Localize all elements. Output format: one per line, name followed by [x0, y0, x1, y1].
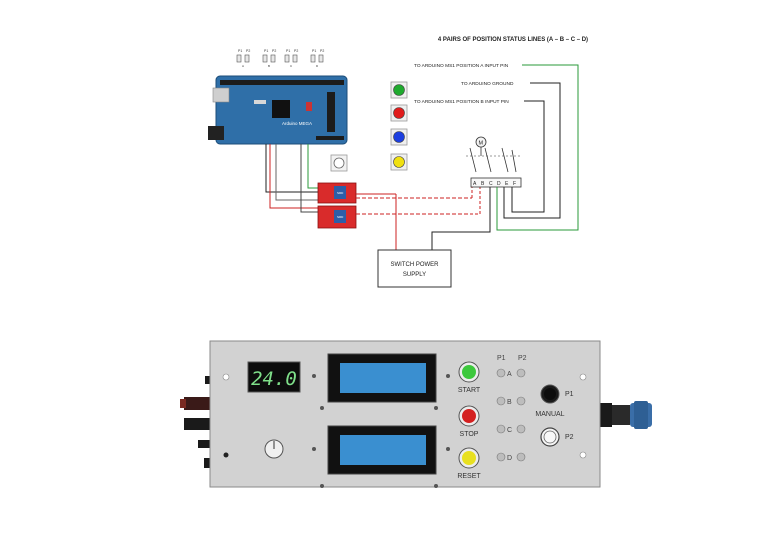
indicator-row-label: A — [507, 371, 512, 378]
start-label: START — [458, 387, 481, 394]
indicator-row-d: D — [496, 452, 526, 462]
lcd-display-top — [327, 353, 437, 403]
indicator-row-b: B — [496, 396, 526, 406]
screw-icon — [579, 373, 587, 381]
label-a-input: TO ARDUINO MS1 POSITION A INPUT PIN — [414, 63, 509, 69]
start-button[interactable] — [458, 361, 480, 383]
screw-icon — [579, 451, 587, 459]
relay-1-label: SRD — [337, 191, 344, 195]
manual-p2-button[interactable] — [540, 427, 560, 447]
control-panel: 24.0 START — [180, 340, 652, 488]
connector-a-letter: A — [242, 64, 244, 68]
wiring-diagram: 4 PAIRS OF POSITION STATUS LINES (A – B … — [208, 37, 588, 288]
adjust-knob[interactable] — [264, 439, 284, 459]
manual-p1-label: P1 — [565, 391, 574, 398]
connector-b-letter: B — [268, 64, 270, 68]
indicator-led-icon — [496, 424, 506, 434]
contact-b: B — [481, 181, 485, 187]
arduino-wires — [265, 144, 320, 213]
reset-button[interactable] — [458, 447, 480, 469]
switch-power-supply: SWITCH POWER SUPPLY — [377, 249, 452, 288]
manual-label: MANUAL — [535, 411, 564, 418]
indicator-led-icon — [496, 452, 506, 462]
contact-e: E — [505, 181, 509, 187]
contact-a: A — [473, 181, 477, 187]
wiring-header: 4 PAIRS OF POSITION STATUS LINES (A – B … — [438, 37, 588, 43]
indicator-led-icon — [516, 452, 526, 462]
screw-icon — [223, 452, 229, 458]
lcd-display-bottom — [327, 425, 437, 475]
screw-icon — [222, 373, 230, 381]
supply-wire — [431, 186, 491, 250]
connector-b-p1: P1 — [264, 49, 268, 53]
contact-f: F — [513, 181, 516, 187]
indicator-row-c: C — [496, 424, 526, 434]
connector-d-letter: D — [316, 64, 319, 68]
supply-line-2: SUPPLY — [403, 272, 426, 278]
relay-output-wires — [356, 186, 481, 250]
indicator-led-icon — [516, 424, 526, 434]
connector-d-p1: P1 — [312, 49, 316, 53]
contact-d: D — [497, 181, 501, 187]
connector-c-p2: P2 — [294, 49, 298, 53]
connector-b: P1 P2 B — [262, 49, 276, 68]
stop-button[interactable] — [458, 405, 480, 427]
indicator-row-a: A — [496, 368, 526, 378]
connector-a-p2: P2 — [246, 49, 250, 53]
right-connector — [598, 401, 652, 429]
display-value: 24.0 — [251, 368, 297, 390]
left-connectors — [180, 376, 212, 468]
relay-2-label: SRD — [337, 215, 344, 219]
supply-line-1: SWITCH POWER — [391, 262, 440, 268]
connector-c-p1: P1 — [286, 49, 290, 53]
reset-label: RESET — [457, 473, 481, 480]
green-led-icon — [393, 84, 405, 96]
connector-group: P1 P2 A P1 P2 B P1 P2 C P1 — [236, 49, 324, 68]
indicator-led-icon — [496, 368, 506, 378]
stop-label: STOP — [460, 431, 479, 438]
status-line-wires — [496, 64, 579, 231]
label-ground: TO ARDUINO GROUND — [461, 81, 514, 87]
indicator-row-label: C — [507, 427, 512, 434]
blue-led-icon — [393, 131, 405, 143]
connector-c: P1 P2 C — [284, 49, 298, 68]
red-led-icon — [393, 107, 405, 119]
led-column — [390, 81, 408, 171]
manual-p1-button[interactable] — [540, 384, 560, 404]
connector-d: P1 P2 D — [310, 49, 324, 68]
manual-p2-label: P2 — [565, 434, 574, 441]
position-switch: M A B C D E F — [466, 136, 522, 188]
connector-b-p2: P2 — [272, 49, 276, 53]
contact-c: C — [489, 181, 493, 187]
relay-modules: SRD SRD — [317, 182, 357, 229]
connector-d-p2: P2 — [320, 49, 324, 53]
column-p1-label: P1 — [497, 355, 506, 362]
column-p2-label: P2 — [518, 355, 527, 362]
indicator-row-label: B — [507, 399, 512, 406]
pushbutton-icon — [330, 154, 348, 172]
motor-label: M — [479, 141, 484, 147]
connector-a: P1 P2 A — [236, 49, 250, 68]
indicator-led-icon — [516, 368, 526, 378]
indicator-row-label: D — [507, 455, 512, 462]
yellow-led-icon — [393, 156, 405, 168]
arduino-board: Arduino MEGA — [208, 75, 348, 145]
label-b-input: TO ARDUINO MS1 POSITION B INPUT PIN — [414, 99, 509, 105]
indicator-led-icon — [516, 396, 526, 406]
connector-c-letter: C — [290, 64, 293, 68]
seven-segment-display: 24.0 — [247, 361, 301, 393]
connector-a-p1: P1 — [238, 49, 242, 53]
indicator-led-icon — [496, 396, 506, 406]
arduino-board-label: Arduino MEGA — [282, 121, 312, 126]
